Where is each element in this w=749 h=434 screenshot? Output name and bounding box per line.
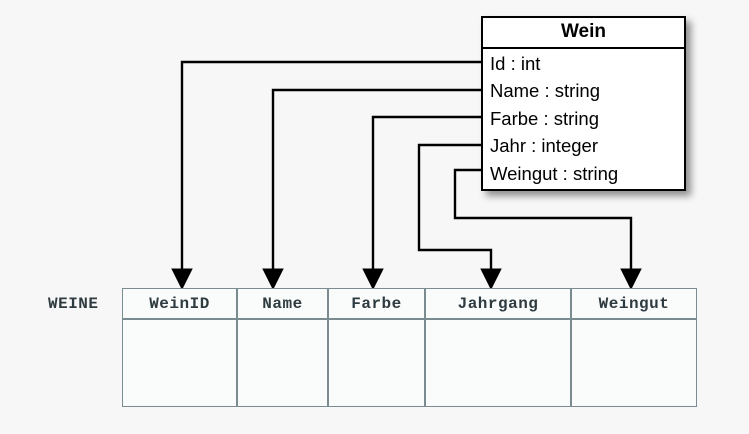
relational-table[interactable]: WeinID Name Farbe Jahrgang Weingut [122,288,697,407]
uml-attribute: Name : string [490,80,601,102]
table-cell[interactable] [122,319,237,407]
table-cell[interactable] [571,319,697,407]
table-cell[interactable] [425,319,571,407]
uml-attribute: Weingut : string [490,162,619,184]
connector-weingut-to-weingut [453,168,642,290]
table-cell[interactable] [237,319,328,407]
table-cell[interactable] [328,319,425,407]
table-column-header: Jahrgang [425,288,571,319]
relational-table-name: WEINE [48,295,99,313]
table-column-header: Weingut [571,288,697,319]
uml-attribute: Id : int [490,53,541,74]
table-column-header: Farbe [328,288,425,319]
connector-jahr-to-jahrgang [417,143,502,290]
table-column-header: WeinID [122,288,237,319]
connector-name-to-name [262,88,481,290]
uml-attribute: Jahr : integer [490,135,598,157]
uml-attribute: Farbe : string [490,107,599,129]
table-column-header: Name [237,288,328,319]
connector-farbe-to-farbe [362,115,481,290]
uml-class-name: Wein [483,18,684,49]
table-row[interactable] [122,319,697,407]
uml-class-box[interactable]: Wein Id : int Name : string Farbe : stri… [481,16,686,192]
uml-attribute-list: Id : int Name : string Farbe : string Ja… [483,49,684,189]
table-header-row: WeinID Name Farbe Jahrgang Weingut [122,288,697,319]
connector-id-to-weinid [171,60,481,290]
